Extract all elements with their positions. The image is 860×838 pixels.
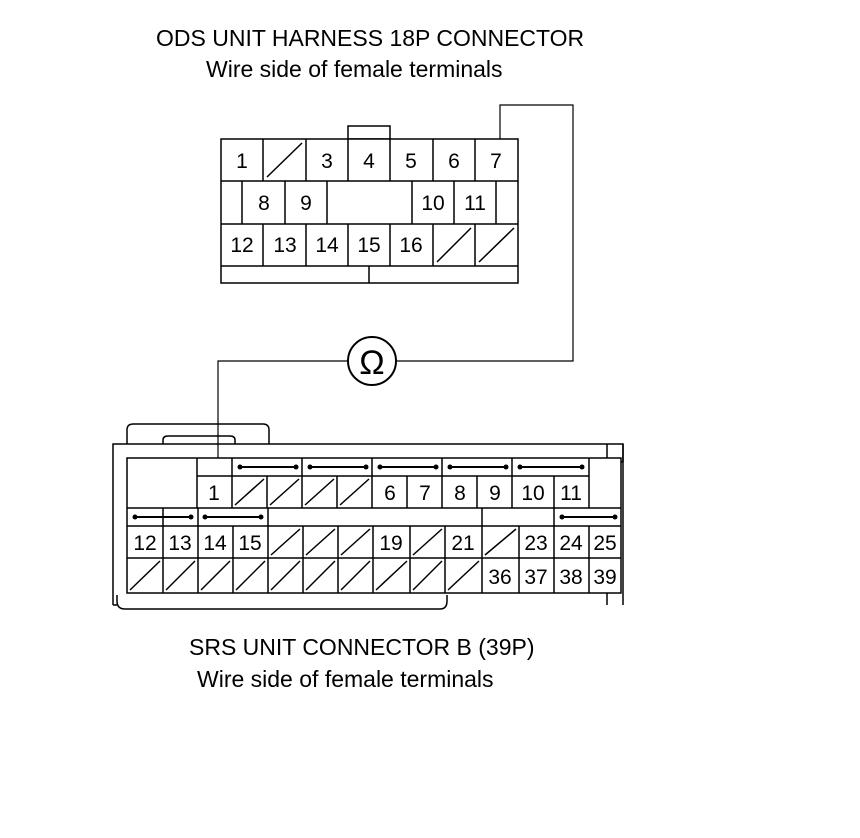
ods-terminal-13: 13 (273, 234, 296, 257)
srs-terminal-21: 21 (451, 532, 474, 555)
srs-terminal-37: 37 (524, 566, 547, 589)
ods-terminal-16: 16 (399, 234, 422, 257)
test-lead-ods-7 (396, 104, 574, 362)
srs-terminal-labels: 1 6 7 8 9 10 11 12 13 14 15 19 21 23 24 … (133, 482, 616, 589)
ods-connector-title: ODS UNIT HARNESS 18P CONNECTOR (156, 25, 585, 51)
srs-terminal-12: 12 (133, 532, 156, 555)
test-wires (217, 104, 574, 475)
test-lead-srs-1 (217, 360, 348, 475)
ods-terminal-10: 10 (421, 192, 444, 215)
ods-terminal-4: 4 (363, 150, 375, 173)
srs-terminal-39: 39 (593, 566, 616, 589)
srs-terminal-23: 23 (524, 532, 547, 555)
srs-terminal-24: 24 (559, 532, 583, 555)
srs-connector-subtitle: Wire side of female terminals (197, 666, 494, 692)
srs-connector-latch (126, 423, 270, 444)
ods-connector-lock-tab (347, 125, 391, 140)
ods-terminal-3: 3 (321, 150, 333, 173)
ods-terminal-12: 12 (230, 234, 253, 257)
srs-terminal-6: 6 (384, 482, 396, 505)
ods-connector-body (220, 138, 519, 284)
ods-terminal-11: 11 (464, 192, 486, 215)
srs-connector-title: SRS UNIT CONNECTOR B (39P) (189, 634, 535, 660)
ods-connector: 1 3 4 5 6 7 8 9 10 11 12 13 14 15 16 (220, 125, 519, 284)
srs-terminal-9: 9 (489, 482, 501, 505)
srs-terminal-15: 15 (238, 532, 261, 555)
srs-shorting-bar-dots (132, 464, 618, 520)
ods-terminal-14: 14 (315, 234, 339, 257)
srs-terminal-38: 38 (559, 566, 582, 589)
srs-terminal-7: 7 (419, 482, 431, 505)
srs-terminal-13: 13 (168, 532, 191, 555)
srs-terminal-8: 8 (454, 482, 466, 505)
ods-terminal-labels: 1 3 4 5 6 7 8 9 10 11 12 13 14 15 16 (230, 150, 502, 257)
ods-terminal-9: 9 (300, 192, 312, 215)
ods-terminal-5: 5 (405, 150, 417, 173)
ods-terminal-6: 6 (448, 150, 460, 173)
ods-connector-subtitle: Wire side of female terminals (206, 56, 503, 82)
ohmmeter-symbol: Ω (359, 344, 384, 382)
srs-terminal-19: 19 (379, 532, 402, 555)
srs-unused-cavities (129, 478, 517, 591)
srs-terminal-36: 36 (488, 566, 511, 589)
srs-terminal-1: 1 (208, 482, 220, 505)
srs-connector: 1 6 7 8 9 10 11 12 13 14 15 19 21 23 24 … (112, 423, 624, 610)
srs-connector-outer-shell (112, 443, 624, 605)
srs-row1-grid (231, 458, 555, 508)
srs-terminal-10: 10 (521, 482, 544, 505)
srs-row3-grid (162, 558, 590, 593)
ods-terminal-15: 15 (357, 234, 380, 257)
ods-terminal-8: 8 (258, 192, 270, 215)
ods-terminal-1: 1 (236, 150, 248, 173)
srs-terminal-11: 11 (560, 482, 582, 505)
ohmmeter-icon: Ω (347, 336, 397, 386)
ods-terminal-7: 7 (490, 150, 502, 173)
srs-terminal-25: 25 (593, 532, 616, 555)
srs-connector-skirt (116, 595, 448, 610)
srs-terminal-14: 14 (203, 532, 227, 555)
